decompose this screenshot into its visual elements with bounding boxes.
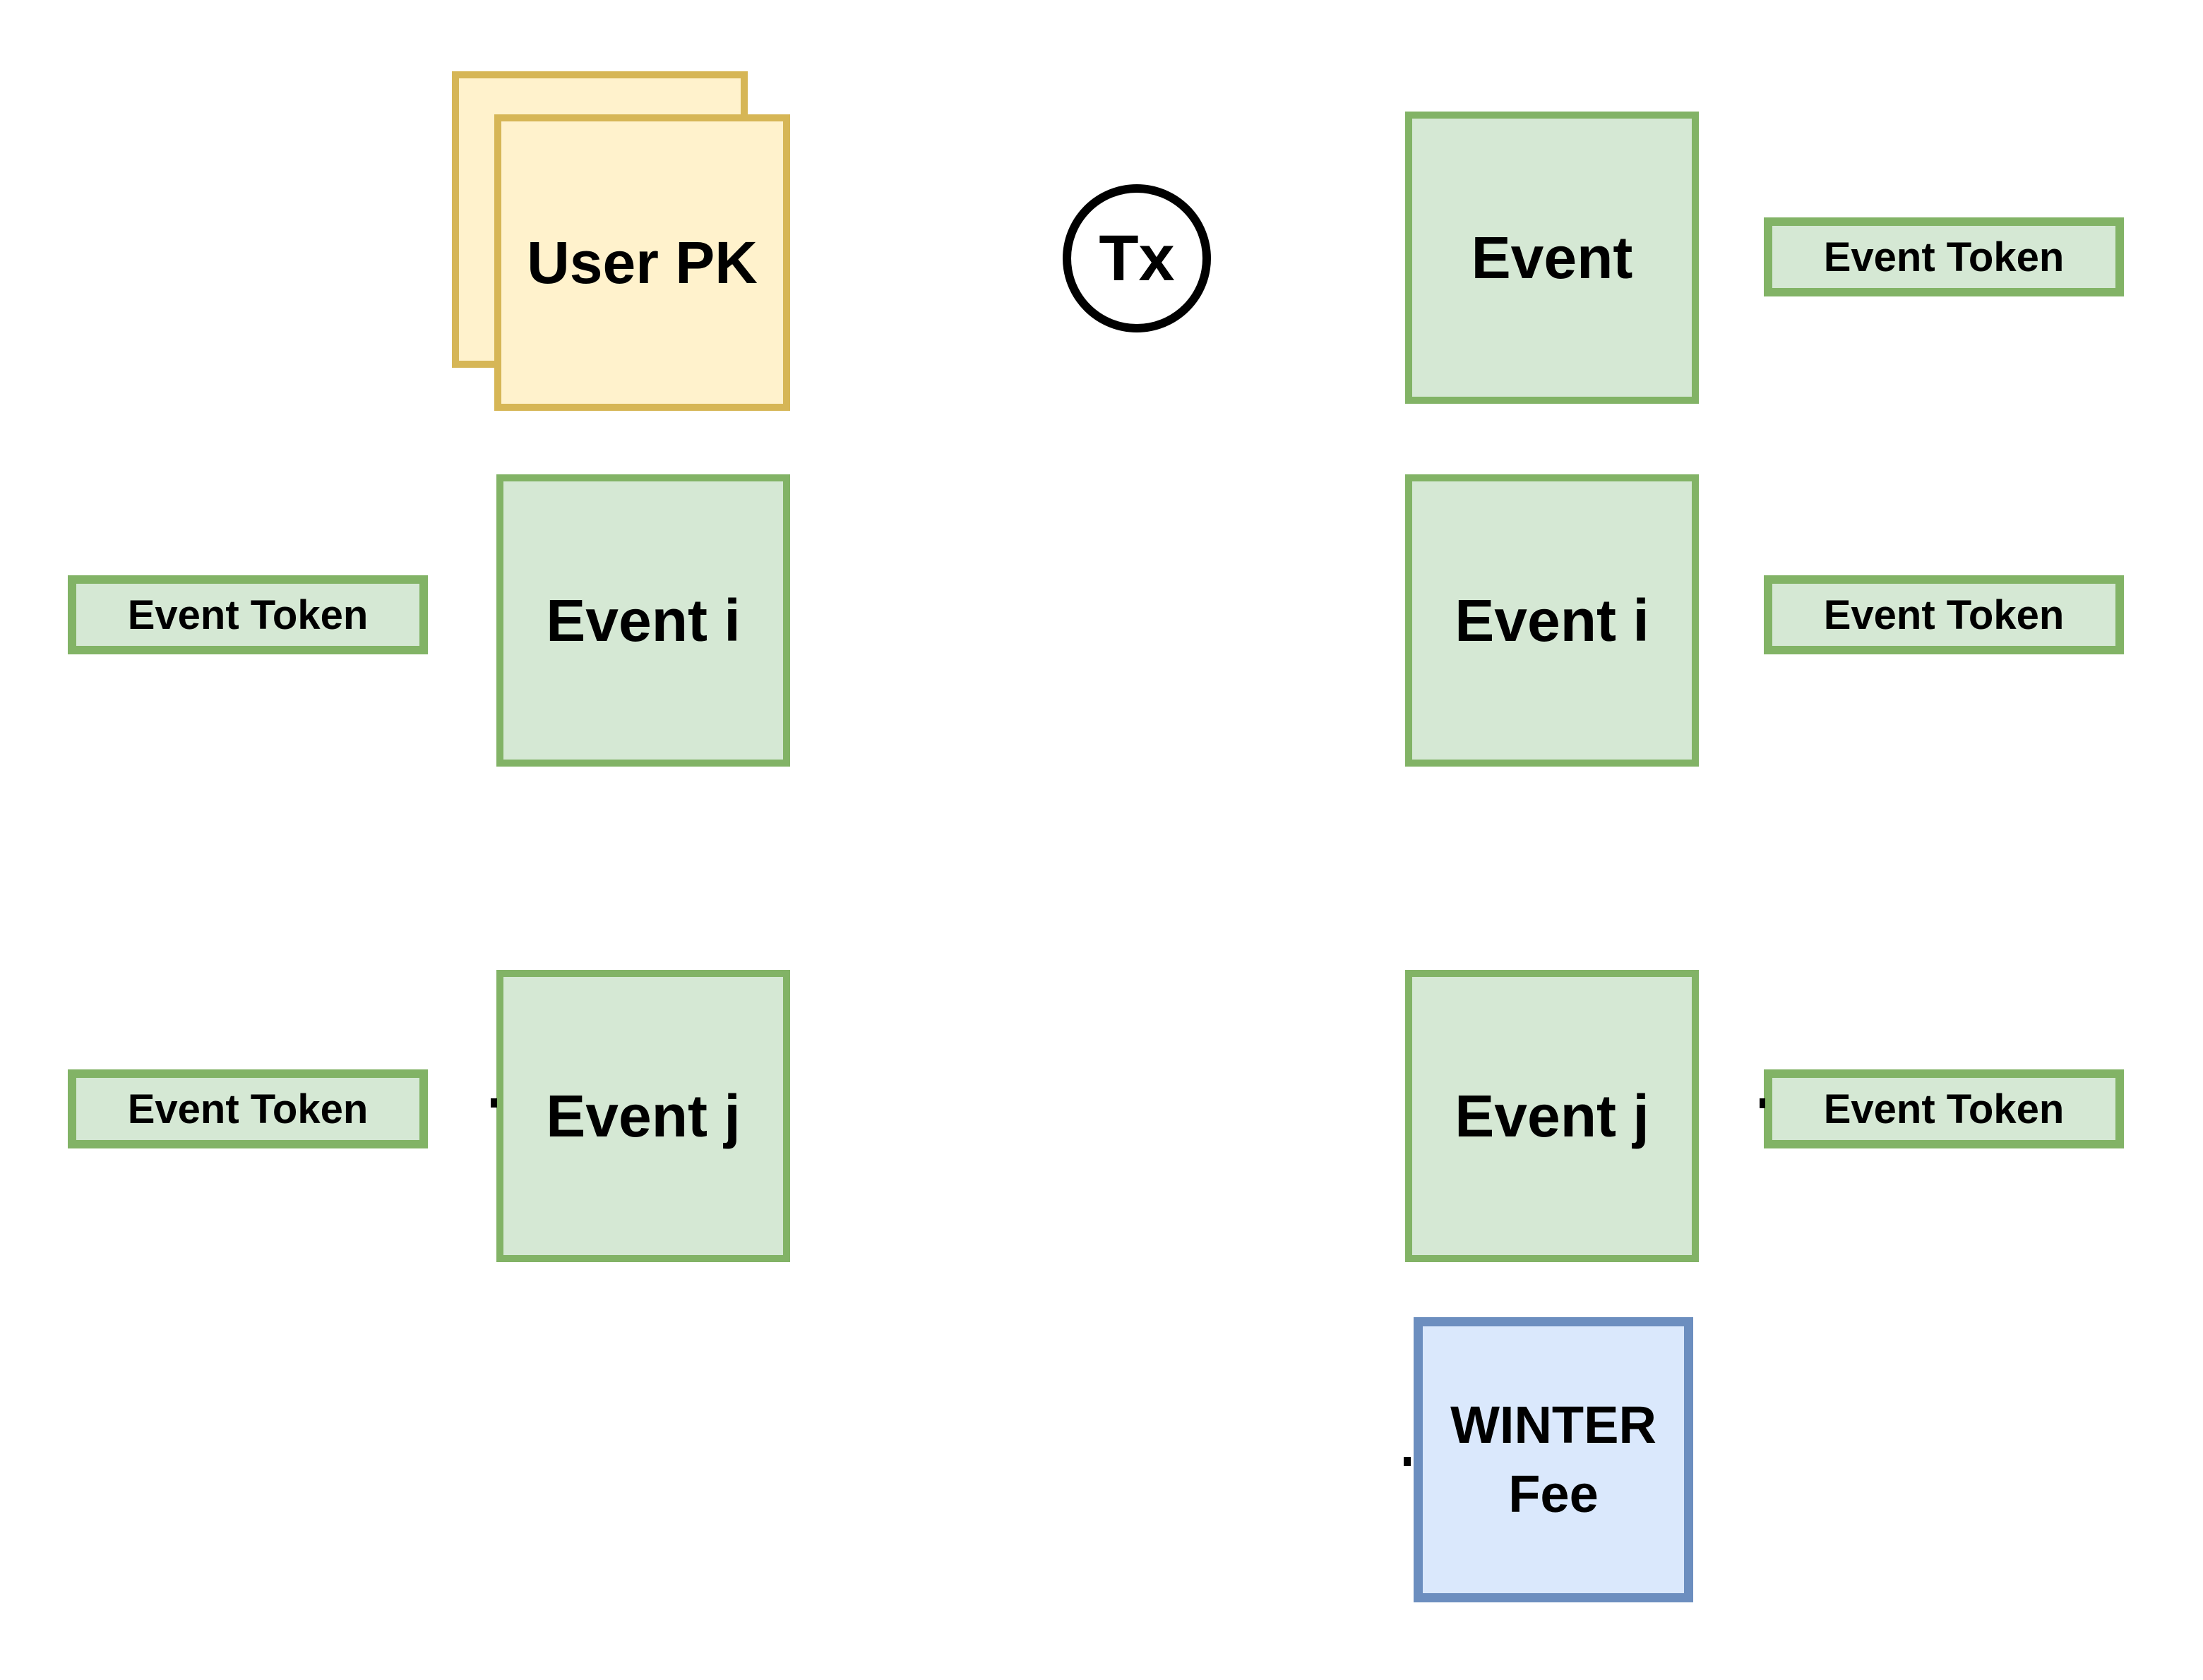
- user-pk-card-front: User PK: [494, 114, 790, 411]
- event-token-box-left-mid: Event Token: [68, 575, 428, 654]
- event-token-box-left-bottom: Event Token: [68, 1069, 428, 1148]
- winter-fee-box: WINTER Fee: [1414, 1317, 1693, 1602]
- tx-circle: Tx: [1063, 184, 1211, 332]
- connector-stub-right-token-bottom: [1760, 1098, 1765, 1108]
- event-box-right-top: Event: [1405, 112, 1699, 404]
- event-j-box-left: Event j: [496, 970, 790, 1262]
- event-token-box-right-top: Event Token: [1764, 217, 2124, 296]
- connector-stub-winter-fee: [1404, 1457, 1411, 1466]
- event-token-box-right-mid: Event Token: [1764, 575, 2124, 654]
- event-i-box-right: Event i: [1405, 474, 1699, 767]
- event-token-box-right-bottom: Event Token: [1764, 1069, 2124, 1148]
- event-j-box-right: Event j: [1405, 970, 1699, 1262]
- event-i-box-left: Event i: [496, 474, 790, 767]
- connector-stub-left-event-j: [491, 1098, 497, 1108]
